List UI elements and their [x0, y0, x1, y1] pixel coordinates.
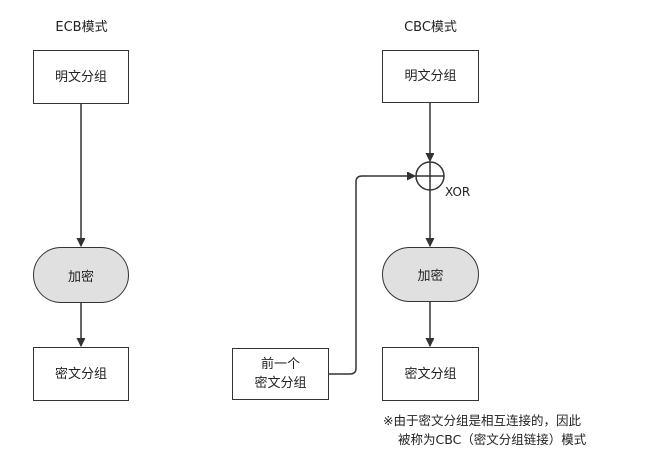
ecb-ciphertext-block: 密文分组	[33, 347, 129, 401]
footnote-line1: ※由于密文分组是相互连接的，因此	[383, 413, 581, 428]
ecb-plaintext-label: 明文分组	[54, 69, 107, 85]
previous-ciphertext-label-line1: 前一个	[260, 357, 300, 372]
ecb-encrypt-step: 加密	[33, 247, 129, 303]
cbc-encrypt-label: 加密	[417, 269, 444, 284]
ecb-ciphertext-label: 密文分组	[54, 366, 107, 382]
footnote-line2: 被称为CBC（密文分组链接）模式	[398, 432, 587, 447]
cbc-ciphertext-block: 密文分组	[382, 347, 479, 401]
cbc-encrypt-step: 加密	[382, 247, 479, 302]
ecb-plaintext-block: 明文分组	[33, 50, 129, 104]
cbc-plaintext-label: 明文分组	[404, 69, 457, 84]
cbc-title: CBC模式	[404, 20, 457, 35]
xor-symbol	[415, 161, 445, 191]
previous-ciphertext-label-line2: 密文分组	[254, 376, 307, 391]
cbc-feedback-line	[329, 176, 415, 375]
xor-label: XOR	[445, 185, 471, 199]
ecb-encrypt-label: 加密	[67, 269, 94, 285]
ecb-title: ECB模式	[55, 20, 108, 35]
cbc-ciphertext-label: 密文分组	[404, 366, 457, 382]
cbc-plaintext-block: 明文分组	[382, 50, 479, 103]
cbc-previous-ciphertext-block: 前一个 密文分组	[232, 348, 329, 400]
